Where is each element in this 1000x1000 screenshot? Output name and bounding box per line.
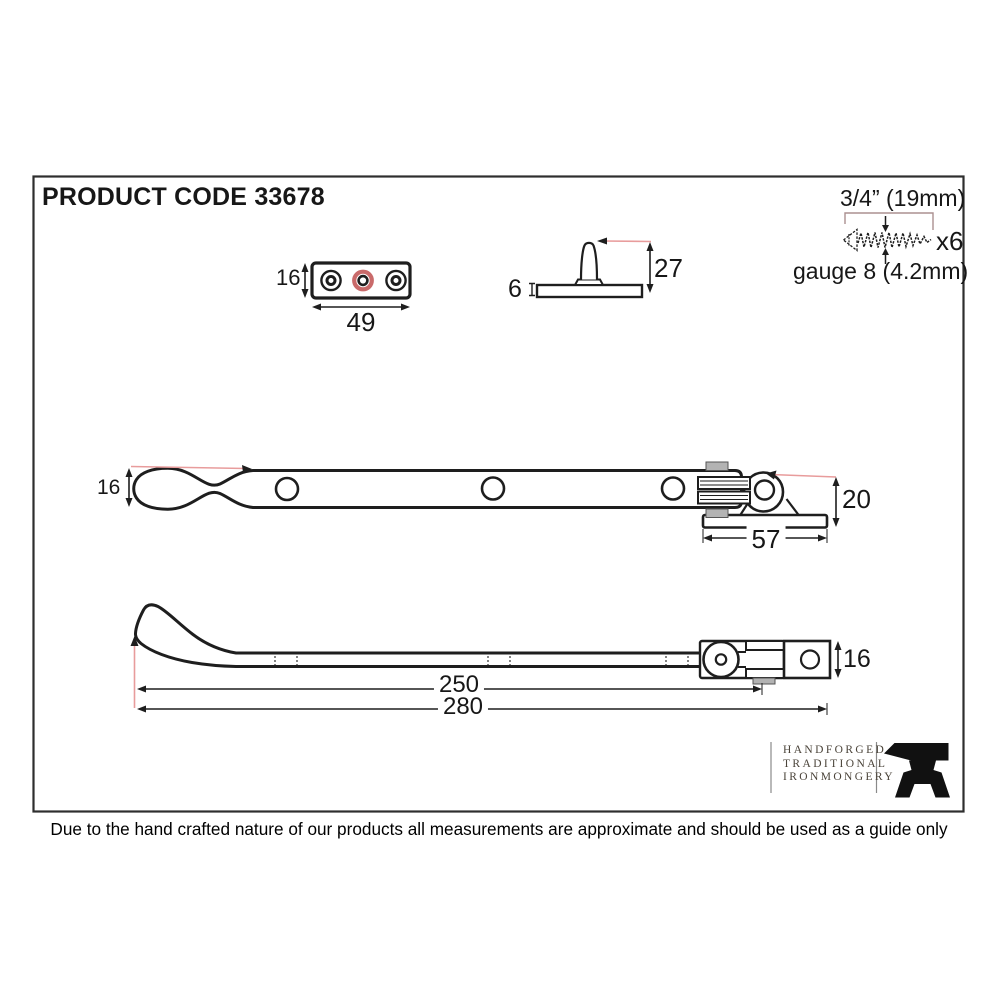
- keep-plate-width-label: 49: [346, 307, 376, 337]
- highlighted-hole: [352, 269, 374, 292]
- brand-logo: [770, 742, 950, 798]
- keep-plate-drawing: [301, 261, 412, 311]
- brand-line-1: HANDFORGED: [783, 744, 887, 756]
- anvil-icon: [884, 743, 950, 798]
- brand-line-2: TRADITIONAL: [783, 757, 888, 770]
- pin-height-label: 27: [654, 253, 683, 283]
- drawing-border: [32, 175, 965, 813]
- overall-length-label: 280: [437, 695, 489, 719]
- screw-length-label: 3/4” (19mm): [840, 185, 966, 211]
- stay-side-view-drawing: [130, 603, 842, 715]
- product-code: PRODUCT CODE 33678: [42, 183, 325, 211]
- screw-gauge-label: gauge 8 (4.2mm): [793, 258, 969, 284]
- bracket-height-label: 20: [842, 484, 871, 514]
- pin-base-thickness-label: 6: [508, 275, 522, 303]
- end-height-label: 16: [843, 645, 871, 673]
- screw-drawing: [842, 212, 934, 264]
- pin-drawing: [529, 237, 654, 299]
- brand-line-3: IRONMONGERY: [783, 771, 896, 783]
- stay-top-view-drawing: [125, 461, 840, 543]
- bracket-length-label: 57: [746, 526, 786, 552]
- screw-quantity-label: x6: [936, 226, 964, 256]
- stay-arm-width-label: 16: [97, 476, 121, 499]
- length-to-pivot-label: 250: [433, 673, 485, 697]
- disclaimer-text: Due to the hand crafted nature of our pr…: [50, 819, 948, 839]
- keep-plate-height-label: 16: [276, 265, 301, 290]
